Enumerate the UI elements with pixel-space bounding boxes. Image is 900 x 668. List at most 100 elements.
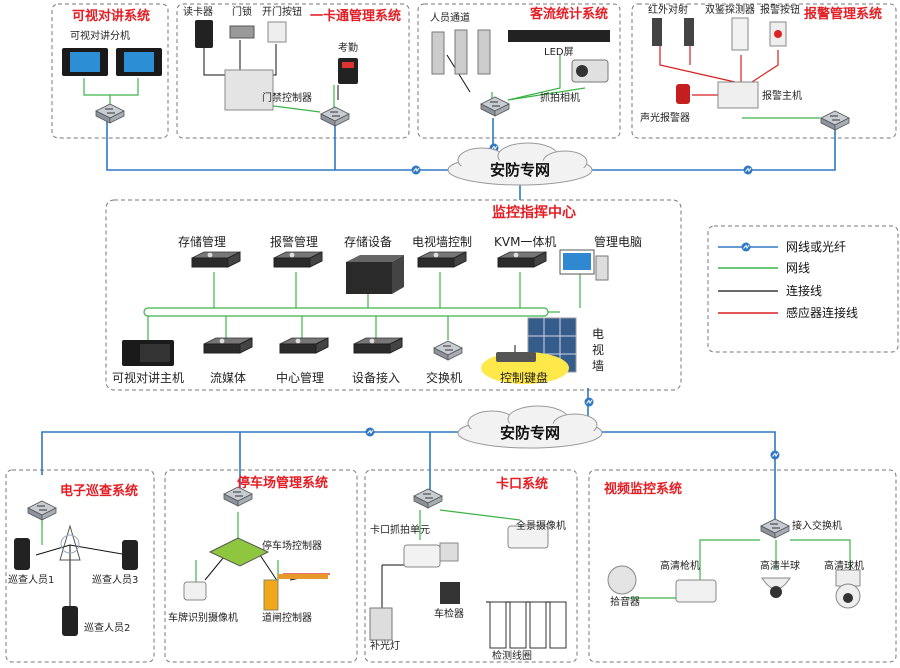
box-parking xyxy=(164,469,358,663)
label-hd-ball: 高清球机 xyxy=(824,561,864,572)
title-command: 监控指挥中心 xyxy=(492,205,576,221)
keyboard-icon xyxy=(496,352,536,362)
label-infrared: 红外对射 xyxy=(648,5,688,16)
label-capture-unit: 卡口抓拍单元 xyxy=(370,525,430,536)
network-label-top: 安防专网 xyxy=(490,161,551,179)
label-hd-gun: 高清枪机 xyxy=(660,561,700,572)
video-devices xyxy=(607,565,861,609)
label-capture-cam: 抓拍相机 xyxy=(540,93,580,104)
label-mic: 拾音器 xyxy=(610,597,640,608)
mgmt-pc-icon xyxy=(559,249,609,281)
storage-device-icon xyxy=(346,255,404,294)
title-patrol: 电子巡查系统 xyxy=(60,484,139,499)
label-panorama: 全景摄像机 xyxy=(516,521,566,532)
label-access-switch: 接入交换机 xyxy=(792,521,842,532)
alarm-mgmt-server xyxy=(273,251,323,268)
onecard-devices xyxy=(195,20,358,111)
intercom-unit-icon xyxy=(62,48,162,76)
center-mgmt-server xyxy=(279,337,329,354)
label-device-access: 设备接入 xyxy=(352,371,401,385)
switch-patrol xyxy=(27,500,57,521)
label-lock: 门锁 xyxy=(232,7,252,18)
legend-connect: 连接线 xyxy=(786,284,823,298)
traffic-devices xyxy=(431,29,610,83)
network-label-bottom: 安防专网 xyxy=(500,424,561,442)
label-door-controller: 门禁控制器 xyxy=(262,93,312,104)
switch-intercom xyxy=(95,103,125,124)
label-button: 开门按钮 xyxy=(262,7,302,18)
label-hd-half: 高清半球 xyxy=(760,561,800,572)
label-patrol-2: 巡查人员2 xyxy=(84,623,131,634)
tvwall-ctrl-server xyxy=(417,251,467,268)
label-barrier: 道闸控制器 xyxy=(262,613,312,624)
legend-cable: 网线 xyxy=(786,261,811,275)
label-intercom-unit: 可视对讲分机 xyxy=(70,31,130,42)
box-video xyxy=(588,469,897,663)
switch-traffic xyxy=(480,96,510,117)
label-tvwall-1: 电 xyxy=(592,327,605,341)
label-dual: 双鉴探测器 xyxy=(705,5,755,16)
title-onecard: 一卡通管理系统 xyxy=(310,9,402,24)
title-checkpoint: 卡口系统 xyxy=(496,477,549,492)
box-checkpoint xyxy=(364,469,578,663)
label-detector: 车检器 xyxy=(434,609,464,620)
title-traffic: 客流统计系统 xyxy=(530,7,609,22)
box-intercom xyxy=(51,3,169,139)
box-patrol xyxy=(5,469,155,663)
label-mgmt-pc: 管理电脑 xyxy=(594,235,643,249)
switch-alarm xyxy=(820,110,850,131)
label-storage-dev: 存储设备 xyxy=(344,235,393,249)
fiber-symbol xyxy=(770,450,780,460)
box-alarm xyxy=(631,3,897,139)
label-kvm: KVM一体机 xyxy=(494,235,557,249)
label-attendance: 考勤 xyxy=(338,43,358,54)
label-tvwall-ctrl: 电视墙控制 xyxy=(412,235,473,249)
legend-sensor: 感应器连接线 xyxy=(786,306,859,320)
label-tvwall-2: 视 xyxy=(592,343,605,357)
title-intercom: 可视对讲系统 xyxy=(72,9,151,24)
storage-mgmt-server xyxy=(191,251,241,268)
box-legend xyxy=(707,225,899,353)
parking-devices xyxy=(183,537,328,611)
label-alarm-mgmt: 报警管理 xyxy=(270,235,319,249)
label-intercom-host: 可视对讲主机 xyxy=(112,371,185,385)
label-fill-light: 补光灯 xyxy=(370,641,400,652)
label-reader: 读卡器 xyxy=(183,7,213,18)
label-patrol-1: 巡查人员1 xyxy=(8,575,55,586)
label-loop: 检测线圈 xyxy=(492,651,532,662)
kvm-server xyxy=(497,251,547,268)
checkpoint-devices xyxy=(369,525,567,649)
network-cloud-bottom xyxy=(457,405,603,449)
command-switch xyxy=(433,340,463,361)
top-backbone xyxy=(41,118,836,520)
legend xyxy=(718,242,778,314)
fiber-symbol xyxy=(365,427,375,437)
fiber-symbol xyxy=(584,397,594,407)
box-traffic xyxy=(417,3,621,139)
label-lpr-camera: 车牌识别摄像机 xyxy=(168,613,238,624)
title-video: 视频监控系统 xyxy=(604,482,683,497)
label-siren: 声光报警器 xyxy=(640,113,690,124)
title-parking: 停车场管理系统 xyxy=(237,476,329,491)
label-parking-controller: 停车场控制器 xyxy=(262,541,322,552)
switch-checkpoint xyxy=(413,488,443,509)
label-keyboard: 控制键盘 xyxy=(500,371,549,385)
label-gate: 人员通道 xyxy=(430,13,470,24)
device-access-server xyxy=(353,337,403,354)
alarm-devices xyxy=(652,17,787,109)
label-media: 流媒体 xyxy=(210,371,247,385)
fiber-symbol xyxy=(743,165,753,175)
label-patrol-3: 巡查人员3 xyxy=(92,575,139,586)
access-switch xyxy=(760,518,790,539)
sensor-lines xyxy=(283,45,779,575)
fiber-symbol xyxy=(411,165,421,175)
network-cloud-top xyxy=(447,142,593,186)
label-panic: 报警按钮 xyxy=(760,5,800,16)
label-storage-mgmt: 存储管理 xyxy=(178,235,227,249)
title-alarm: 报警管理系统 xyxy=(804,7,883,22)
label-tvwall-3: 墙 xyxy=(592,359,605,373)
cable-lines xyxy=(41,55,851,599)
box-onecard xyxy=(176,3,410,139)
